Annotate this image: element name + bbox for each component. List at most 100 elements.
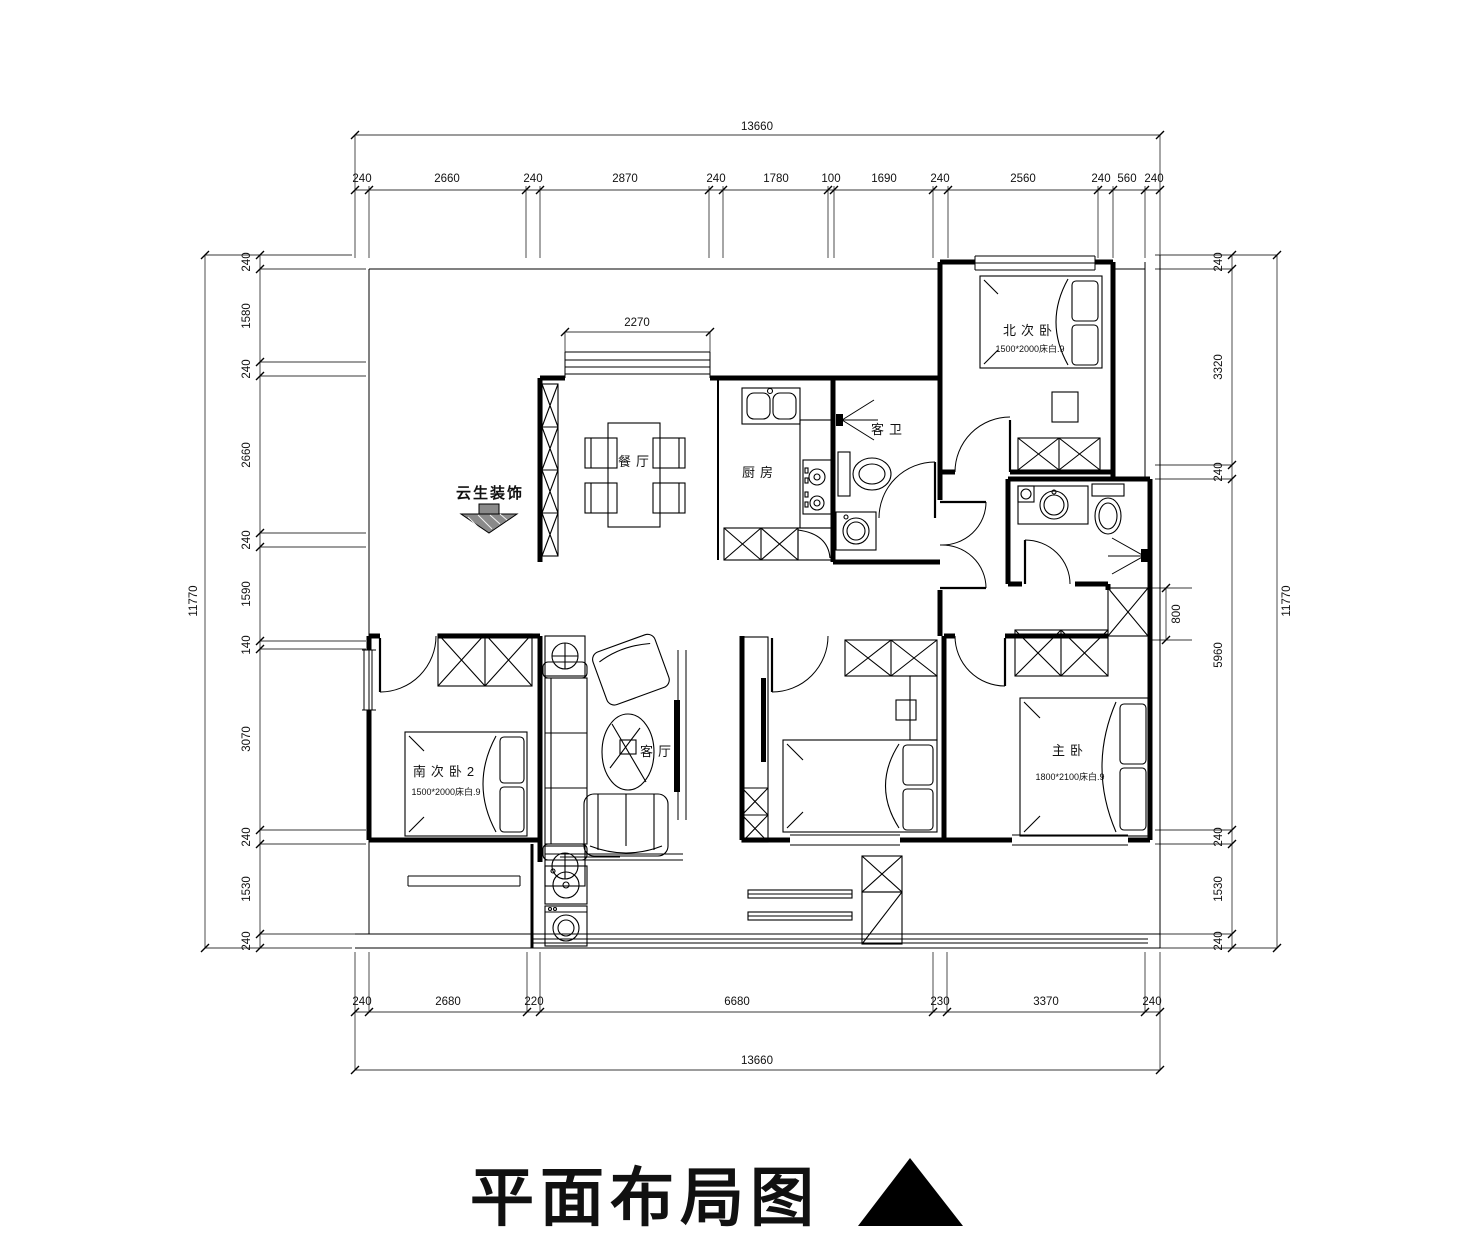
dim-bottom-total: 13660 (741, 1055, 773, 1067)
stool (895, 699, 917, 721)
dimension-top: 13660 240 2660 240 2870 240 1780 100 169… (350, 121, 1165, 258)
casement-symbol-master-bath (1108, 537, 1148, 575)
bed-size-label: 1500*2000床白.9 (995, 343, 1064, 354)
armchair (592, 633, 670, 706)
door-south-bedroom2 (378, 635, 437, 693)
dim-top-seg: 2870 (612, 173, 638, 185)
dim-right-seg: 240 (1213, 462, 1225, 481)
dim-right-seg: 240 (1213, 931, 1225, 950)
room-north-bedroom: 北次卧 1500*2000床白.9 (979, 275, 1103, 471)
dim-left-seg: 3070 (241, 726, 253, 752)
dim-left-seg: 240 (241, 252, 253, 271)
dim-left-seg: 140 (241, 635, 253, 654)
dim-left-seg: 240 (241, 359, 253, 378)
door-entry-double (939, 500, 987, 590)
cabinet-800 (1107, 587, 1149, 637)
sofa-three-seat (542, 661, 588, 861)
door-north-bedroom (954, 416, 1012, 473)
dim-left-seg: 240 (241, 931, 253, 950)
room-master-bedroom: 主卧 1800*2100床白.9 (1014, 587, 1149, 837)
dim-top-seg: 560 (1117, 173, 1136, 185)
door-guest-bath (878, 461, 937, 519)
dim-top-total: 13660 (741, 121, 773, 133)
page-title: 平面布局图 (470, 1162, 820, 1234)
window-master-bedroom (1012, 834, 1128, 846)
entry-arrow-icon (459, 503, 519, 534)
room-dining: 餐厅 (541, 383, 686, 557)
tall-cabinet (541, 383, 559, 557)
dim-bottom-seg: 240 (352, 996, 371, 1008)
room-master-bath (1017, 483, 1125, 535)
dim-right-seg: 1530 (1213, 876, 1225, 902)
wardrobe (437, 633, 533, 687)
brand-label: 云生装饰 (456, 484, 524, 502)
casement-symbol-guest-bath (836, 399, 878, 441)
door-master-bedroom (954, 635, 1007, 687)
window-yard (407, 875, 521, 887)
dimension-left: 11770 240 1580 240 2660 240 1590 140 307… (188, 250, 366, 953)
bed-size-label: 1800*2100床白.9 (1035, 771, 1104, 782)
dim-left-seg: 2660 (241, 442, 253, 468)
door-middle-bedroom (770, 635, 829, 693)
site-boundary (355, 255, 1161, 949)
room-living: 客厅 (542, 633, 687, 887)
dimension-bottom: 13660 240 2680 220 6680 230 3370 240 (350, 952, 1165, 1075)
vanity (1017, 485, 1089, 525)
room-label-kitchen: 厨房 (742, 465, 778, 480)
dim-right-total: 11770 (1281, 585, 1293, 616)
room-label-dining: 餐厅 (618, 454, 654, 469)
toilet (837, 451, 892, 497)
loveseat (583, 793, 669, 857)
dim-top-seg: 1780 (763, 173, 789, 185)
doors (378, 416, 1071, 693)
bed (782, 739, 938, 833)
plant-table (544, 635, 586, 677)
north-arrow-icon (858, 1158, 963, 1226)
laundry-sink (544, 865, 588, 905)
windows (362, 255, 1148, 887)
stove (799, 419, 834, 529)
nightstand (1051, 391, 1079, 423)
tv-wall (674, 650, 687, 820)
dim-top-seg: 240 (352, 173, 371, 185)
dim-left-seg: 1580 (241, 303, 253, 329)
dim-left-seg: 1590 (241, 581, 253, 607)
wardrobe (844, 639, 938, 677)
wash-basin (835, 511, 877, 551)
drying-rack (747, 889, 853, 921)
room-label-south-bedroom2: 南次卧2 (413, 764, 479, 779)
dim-right-seg: 240 (1213, 252, 1225, 271)
dimension-right: 11770 240 3320 240 5960 240 1530 240 (1155, 250, 1293, 953)
tv (674, 700, 680, 792)
title-block: 平面布局图 (470, 1158, 963, 1234)
svg-text:800: 800 (1171, 604, 1183, 623)
dim-left-seg: 240 (241, 827, 253, 846)
room-guest-bath: 客卫 (835, 422, 902, 551)
dimension-niche-800: 800 (1150, 583, 1192, 645)
dim-left-seg: 240 (241, 530, 253, 549)
dim-top-seg: 240 (1091, 173, 1110, 185)
desk (909, 675, 938, 741)
wardrobe (1014, 629, 1109, 677)
room-south-bedroom2: 南次卧2 1500*2000床白.9 (404, 633, 533, 837)
bed (404, 731, 528, 837)
washing-machine (544, 905, 588, 947)
window-south-bedroom2-west (362, 649, 376, 711)
dim-top-seg: 240 (1144, 173, 1163, 185)
dim-top-seg: 2660 (434, 173, 460, 185)
dim-top-seg: 2560 (1010, 173, 1036, 185)
bed-size-label: 1500*2000床白.9 (411, 786, 480, 797)
dim-left-total: 11770 (188, 585, 200, 616)
dim-top-seg: 1690 (871, 173, 897, 185)
dim-top-seg: 240 (930, 173, 949, 185)
dim-bottom-seg: 3370 (1033, 996, 1059, 1008)
dim-right-seg: 240 (1213, 827, 1225, 846)
room-label-living: 客厅 (640, 744, 676, 759)
tv-unit (741, 636, 769, 843)
dim-top-seg: 240 (523, 173, 542, 185)
dim-right-seg: 5960 (1213, 642, 1225, 668)
svg-text:2270: 2270 (624, 317, 650, 329)
kitchen-sink (741, 387, 801, 425)
brand-mark: 云生装饰 (456, 484, 524, 534)
